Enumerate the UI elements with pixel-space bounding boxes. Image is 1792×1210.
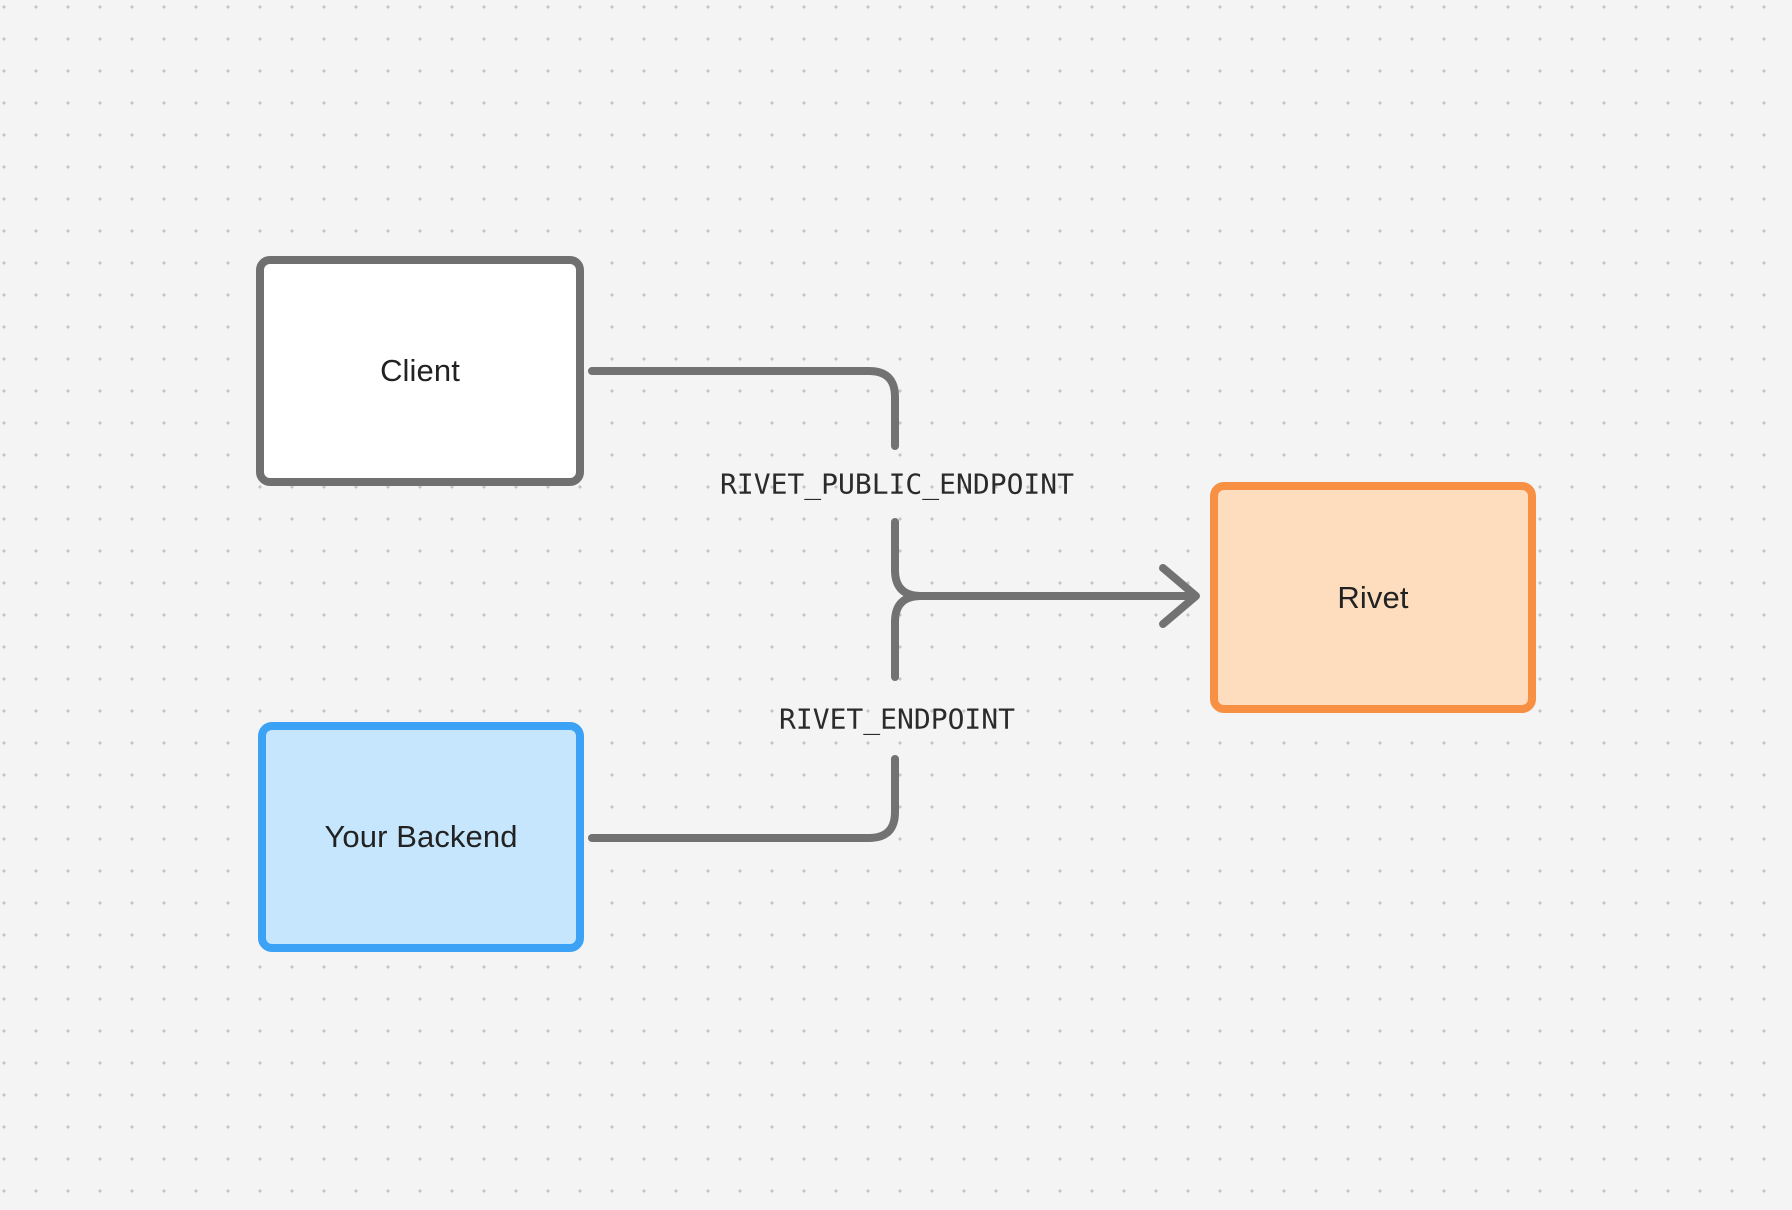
node-your-backend[interactable]: Your Backend — [258, 722, 584, 952]
edge-label-rivet-public-endpoint: RIVET_PUBLIC_ENDPOINT — [719, 467, 1075, 501]
node-rivet[interactable]: Rivet — [1210, 482, 1536, 713]
node-rivet-label: Rivet — [1337, 579, 1409, 615]
edge-trunk-to-rivet — [911, 564, 1200, 628]
node-client[interactable]: Client — [256, 256, 584, 486]
node-client-label: Client — [380, 353, 460, 389]
node-your-backend-label: Your Backend — [324, 819, 518, 855]
edge-label-rivet-endpoint: RIVET_ENDPOINT — [778, 702, 1016, 736]
